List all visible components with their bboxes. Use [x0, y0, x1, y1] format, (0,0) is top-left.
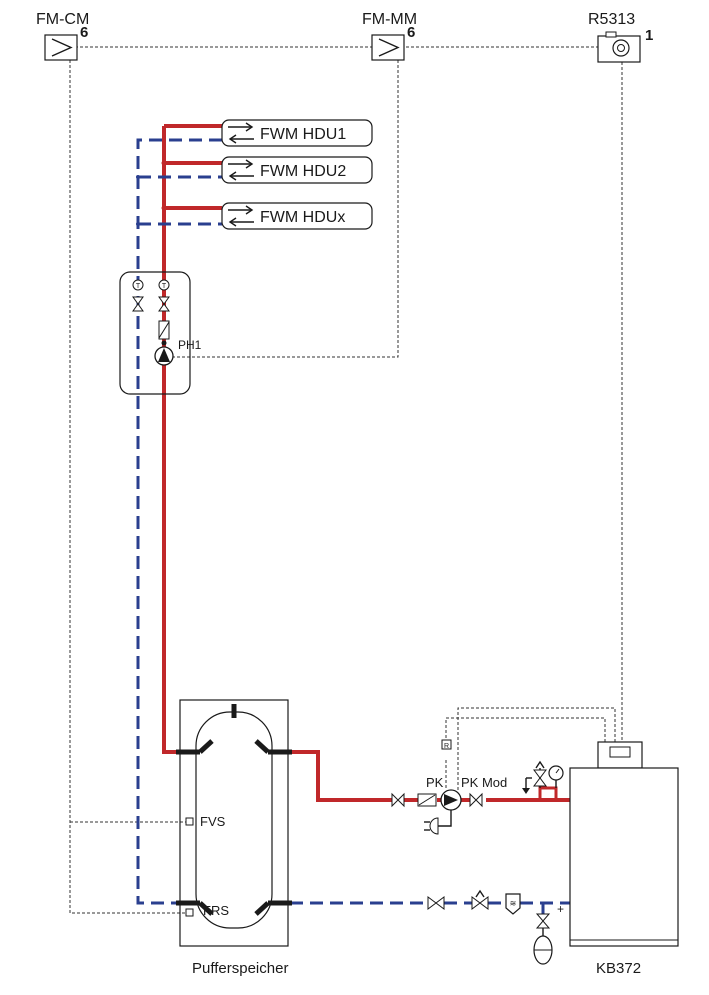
- svg-text:≋: ≋: [510, 899, 517, 908]
- pk-label: PK: [426, 775, 444, 790]
- return-pipes: [136, 138, 570, 914]
- pk-mod-label: PK Mod: [461, 775, 507, 790]
- r5313-controller: R5313 1: [588, 11, 653, 63]
- consumer-x: FWM HDUx: [221, 202, 373, 230]
- pump-group-ph1: T T PH1: [119, 271, 202, 395]
- svg-text:T: T: [162, 283, 167, 290]
- storage-label: Pufferspeicher: [192, 960, 288, 977]
- fm-cm-count: 6: [80, 24, 88, 41]
- svg-text:R: R: [444, 743, 449, 750]
- r5313-label: R5313: [588, 11, 635, 28]
- r5313-count: 1: [645, 27, 653, 44]
- buffer-storage: FVS FRS Pufferspeicher: [176, 699, 292, 977]
- fm-cm-label: FM-CM: [36, 11, 89, 28]
- svg-text:+: +: [557, 902, 564, 916]
- consumer-2: FWM HDU2: [221, 156, 373, 184]
- boiler-label: KB372: [596, 960, 641, 977]
- consumer-1-label: FWM HDU1: [260, 126, 346, 143]
- junctions: [136, 160, 167, 346]
- fm-mm-count: 6: [407, 24, 415, 41]
- boiler-kb372: KB372: [569, 741, 679, 977]
- ph1-label: PH1: [178, 338, 202, 352]
- sensor-frs-label: FRS: [203, 903, 229, 918]
- boiler-return-armatures: ≋ +: [427, 889, 564, 965]
- consumer-2-label: FWM HDU2: [260, 163, 346, 180]
- boiler-flow-armatures: R PK PK Mod: [391, 739, 564, 835]
- sensor-fvs-label: FVS: [200, 814, 226, 829]
- control-wiring: [69, 46, 623, 914]
- fm-mm-module: FM-MM 6: [362, 11, 417, 61]
- fm-mm-label: FM-MM: [362, 11, 417, 28]
- consumer-1: FWM HDU1: [221, 119, 373, 147]
- consumer-x-label: FWM HDUx: [260, 209, 345, 226]
- svg-text:T: T: [136, 283, 141, 290]
- fm-cm-module: FM-CM 6: [36, 11, 89, 61]
